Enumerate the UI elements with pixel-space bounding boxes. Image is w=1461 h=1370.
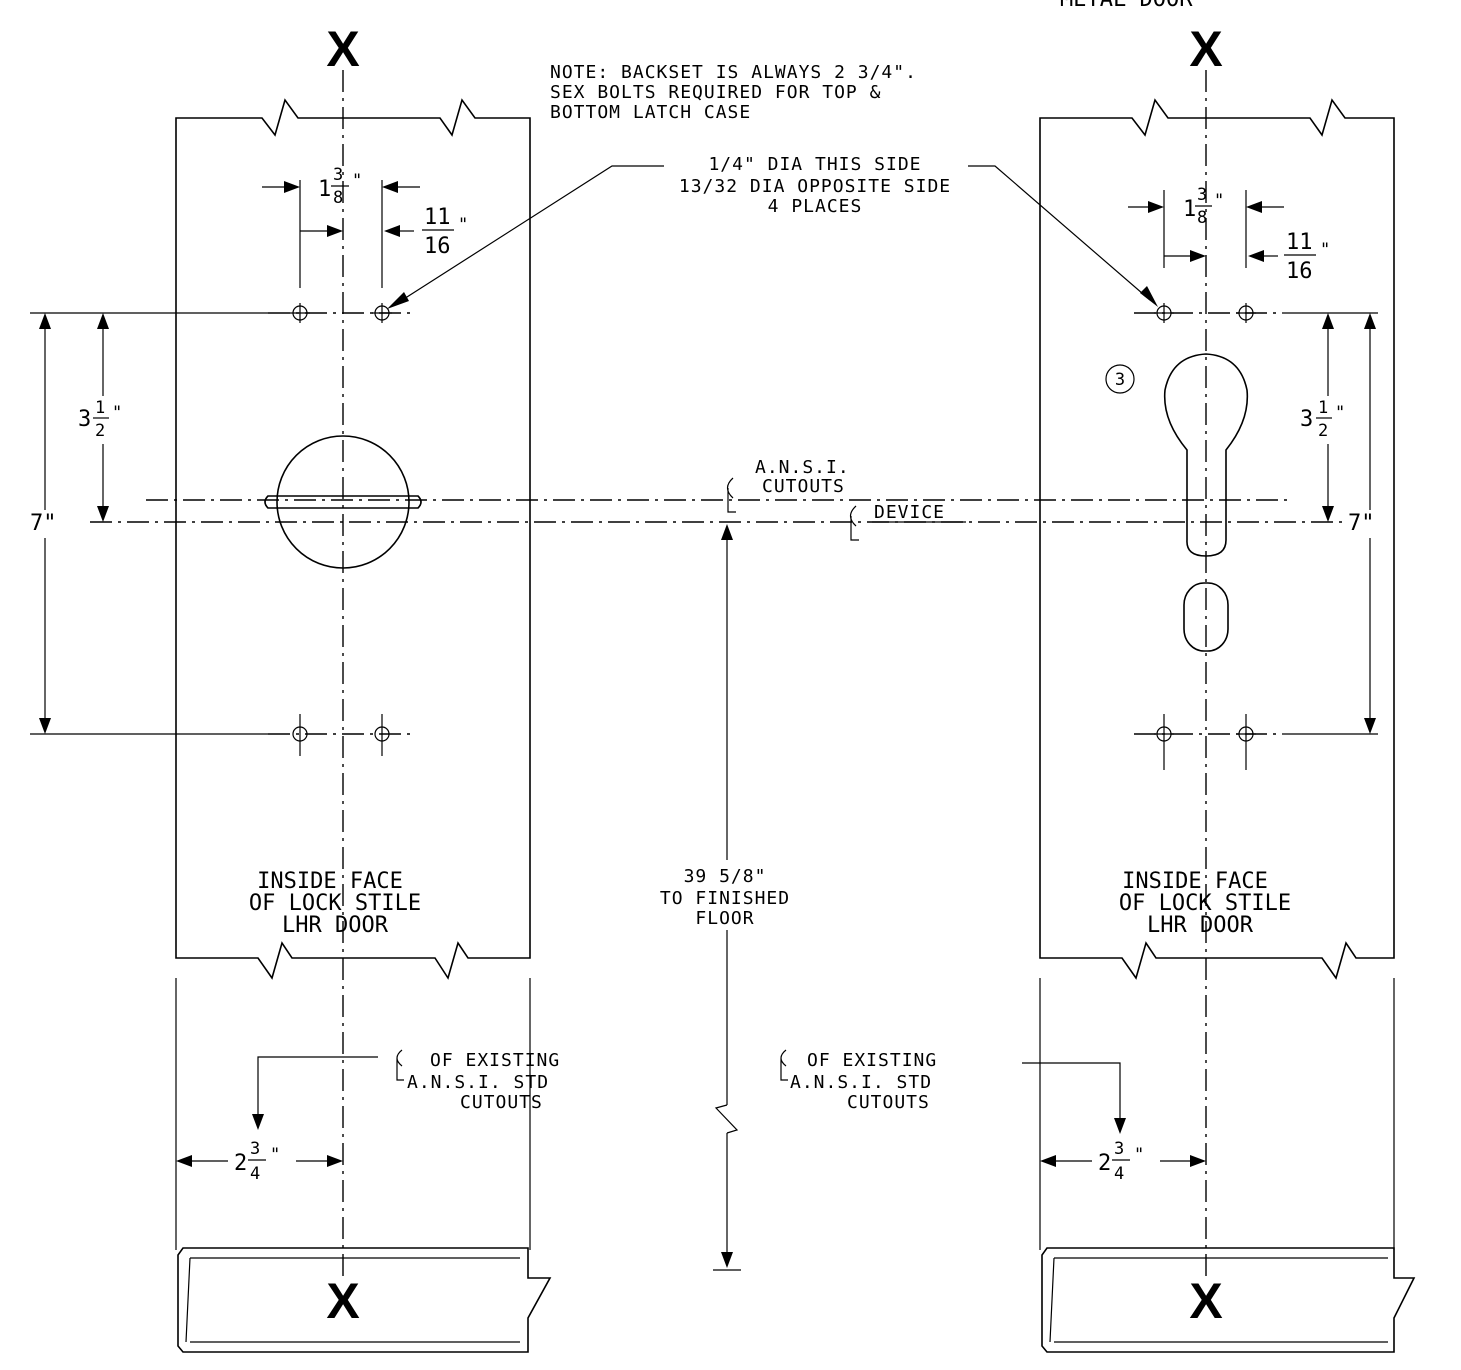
right-dim-312-den: 2 <box>1318 421 1328 441</box>
right-dim-138-num: 3 <box>1197 185 1207 205</box>
header-cut-text: METAL DOOR <box>1060 0 1193 12</box>
right-existing-cl-line-3: CUTOUTS <box>847 1092 930 1113</box>
right-view: X X <box>780 21 1416 1353</box>
left-dim-312-num: 1 <box>95 398 105 418</box>
right-dim-312-unit: " <box>1335 403 1345 423</box>
right-existing-cl-symbol <box>780 1049 788 1081</box>
x-marker-top-right: X <box>1189 21 1222 77</box>
floor-dim-line-1: 39 5/8" <box>684 866 767 887</box>
left-dim-138-unit: " <box>352 171 362 191</box>
left-dim-234-num: 3 <box>250 1139 260 1159</box>
left-dim-7: 7" <box>30 511 57 536</box>
x-marker-bottom-right: X <box>1189 1273 1222 1329</box>
right-dim-1116-den: 16 <box>1286 259 1313 284</box>
right-face-label-2: OF LOCK STILE <box>1119 891 1291 916</box>
left-dim-138-den: 8 <box>333 188 343 208</box>
left-dim-1116-den: 16 <box>424 234 451 259</box>
right-bottom-hole-1 <box>1154 714 1174 770</box>
left-existing-cl-line-2: A.N.S.I. STD <box>407 1072 549 1093</box>
hole-callout-line-3: 4 PLACES <box>768 196 863 217</box>
x-marker-top-left: X <box>326 21 359 77</box>
left-existing-cl-line-1: OF EXISTING <box>430 1050 560 1071</box>
note-line-1: NOTE: BACKSET IS ALWAYS 2 3/4". <box>550 62 917 83</box>
floor-dim-line-3: FLOOR <box>695 908 754 929</box>
right-dim-234-whole: 2 <box>1098 1151 1111 1176</box>
left-face-label-3: LHR DOOR <box>282 913 389 938</box>
note-line-2: SEX BOLTS REQUIRED FOR TOP & <box>550 82 881 103</box>
device-cl-label: DEVICE <box>874 502 945 523</box>
right-circle-tag <box>1105 364 1135 394</box>
right-existing-cl-line-1: OF EXISTING <box>807 1050 937 1071</box>
right-door-bottom-profile <box>1041 1247 1416 1353</box>
left-existing-cl-leader <box>257 1056 378 1118</box>
callout-leader-left <box>395 165 664 305</box>
left-dim-1116-num: 11 <box>424 205 451 230</box>
left-bottom-hole-2 <box>374 714 390 756</box>
right-dim-138-whole: 1 <box>1183 197 1196 222</box>
floor-dim-line-2: TO FINISHED <box>660 888 790 909</box>
left-dim-138-num: 3 <box>333 165 343 185</box>
left-existing-cl-line-3: CUTOUTS <box>460 1092 543 1113</box>
left-dim-312-unit: " <box>112 403 122 423</box>
left-dim-312-den: 2 <box>95 421 105 441</box>
callout-leader-right <box>968 165 1151 301</box>
right-dim-234-unit: " <box>1134 1145 1144 1165</box>
general-note: NOTE: BACKSET IS ALWAYS 2 3/4". SEX BOLT… <box>550 62 917 123</box>
right-dim-312-whole: 3 <box>1300 407 1313 432</box>
ansi-cl-symbol <box>726 477 736 513</box>
device-cl-symbol <box>849 505 859 541</box>
right-door-bottom-inner <box>1049 1257 1388 1343</box>
right-existing-cl-line-2: A.N.S.I. STD <box>790 1072 932 1093</box>
right-dim-7: 7" <box>1348 511 1375 536</box>
floor-dim-break <box>714 1104 739 1134</box>
right-bottom-hole-2 <box>1236 714 1256 770</box>
right-dim-138-den: 8 <box>1197 208 1207 228</box>
right-keyhole-cutout <box>1163 353 1249 557</box>
left-dim-312-whole: 3 <box>78 407 91 432</box>
left-face-label-1: INSIDE FACE <box>257 869 403 894</box>
note-line-3: BOTTOM LATCH CASE <box>550 102 751 123</box>
center-annotations: A.N.S.I. CUTOUTS DEVICE 39 5/8" TO FINIS… <box>90 457 1345 1271</box>
left-bottom-hole-1 <box>292 714 308 756</box>
right-dim-312-num: 1 <box>1318 398 1328 418</box>
left-view: X X <box>30 21 560 1353</box>
left-face-label-2: OF LOCK STILE <box>249 891 421 916</box>
left-dim-234-den: 4 <box>250 1164 260 1184</box>
hole-callout-line-2: 13/32 DIA OPPOSITE SIDE <box>679 176 951 197</box>
ansi-cl-line-2: CUTOUTS <box>762 476 845 497</box>
left-door-bottom-profile <box>177 1247 552 1353</box>
left-stile-outline <box>175 98 531 980</box>
left-cross-bore <box>276 435 410 569</box>
left-door-bottom-inner <box>185 1257 520 1343</box>
right-face-label-3: LHR DOOR <box>1147 913 1254 938</box>
callout-arrow-right <box>1140 286 1158 307</box>
hole-callout: 1/4" DIA THIS SIDE 13/32 DIA OPPOSITE SI… <box>387 154 1158 309</box>
right-face-label-1: INSIDE FACE <box>1122 869 1268 894</box>
right-dim-234-num: 3 <box>1114 1139 1124 1159</box>
ansi-cl-line-1: A.N.S.I. <box>755 457 850 478</box>
left-dim-138-whole: 1 <box>318 177 331 202</box>
callout-arrow-left <box>387 292 409 309</box>
left-dim-234-unit: " <box>270 1145 280 1165</box>
hole-callout-line-1: 1/4" DIA THIS SIDE <box>708 154 921 175</box>
x-marker-bottom-left: X <box>326 1273 359 1329</box>
right-existing-cl-leader <box>1022 1062 1121 1122</box>
right-dim-1116-unit: " <box>1320 240 1330 260</box>
right-stile-outline <box>1039 98 1395 980</box>
right-circle-tag-text: 3 <box>1115 370 1125 390</box>
right-dim-1116-num: 11 <box>1286 230 1313 255</box>
right-dim-234-den: 4 <box>1114 1164 1124 1184</box>
left-dim-1116-unit: " <box>458 215 468 235</box>
left-dim-234-whole: 2 <box>234 1151 247 1176</box>
left-existing-cl-symbol <box>396 1049 404 1081</box>
right-oval-cutout <box>1183 582 1229 652</box>
right-dim-138-unit: " <box>1214 191 1224 211</box>
